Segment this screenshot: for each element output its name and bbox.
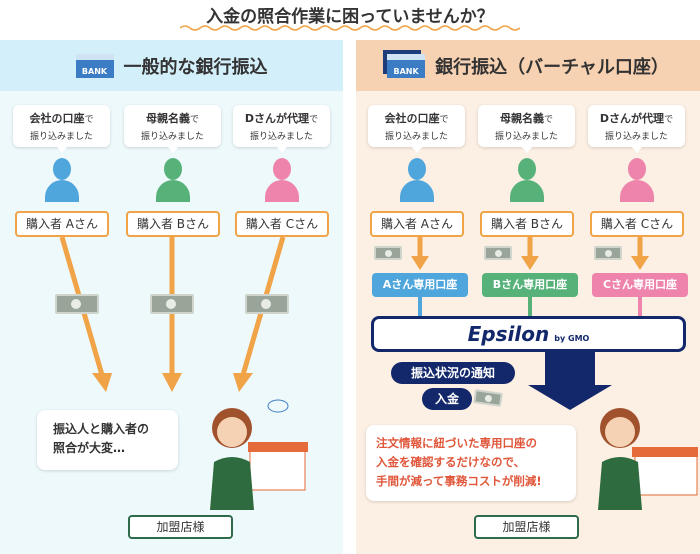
speech-line: 手間が減って事務コストが削減! [376,474,542,488]
right-speech-bubble: 注文情報に紐づいた専用口座の 入金を確認するだけなので、 手間が減って事務コスト… [366,425,576,501]
happy-shopkeeper-illustration [598,408,698,510]
payer-bubble: 母親名義で振り込みました [478,105,575,153]
banknote-icon [150,294,194,314]
bubble-suffix: で [189,115,199,125]
account-a: Aさん専用口座 [372,273,468,297]
bubble-main: 母親名義 [499,112,544,125]
speech-line: 注文情報に紐づいた専用口座の [376,436,537,450]
big-down-arrow [528,350,612,410]
bubble-suffix: で [309,115,319,125]
banknote-icon [594,246,622,260]
account-b: Bさん専用口座 [482,273,578,297]
bubble-line2: 振り込みました [140,132,204,142]
bank-card-icon: BANK [75,53,114,78]
account-c: Cさん専用口座 [592,273,688,297]
panel-header: BANK 一般的な銀行振込 [0,40,343,91]
speech-line: 入金を確認するだけなので、 [376,455,526,469]
payer-bubble: Dさんが代理で振り込みました [233,105,330,153]
banknote-icon [55,294,99,314]
bubble-suffix: で [439,115,449,125]
gmo-logo: by GMO [554,334,590,343]
bubble-line2: 振り込みました [494,132,558,142]
person-icon [156,158,190,202]
page-title: 入金の照合作業に困っていませんか？ [206,7,494,27]
speech-line: 振込人と購入者の [53,422,150,436]
person-icon [45,158,79,202]
deposit-pill: 入金 [422,388,472,410]
bubble-line2: 振り込みました [604,132,668,142]
epsilon-logo-box: Epsilon by GMO [371,316,686,352]
buyer-label: 購入者 Bさん [480,211,574,237]
person-icon [510,158,544,202]
buyer-label: 購入者 Cさん [590,211,684,237]
banknote-icon [484,246,512,260]
banknote-icon [245,294,289,314]
buyer-label: 購入者 Cさん [235,211,329,237]
bubble-line2: 振り込みました [249,132,313,142]
buyer-label: 購入者 Aさん [370,211,464,237]
shop-label-right: 加盟店様 [474,515,579,539]
left-speech-bubble: 振込人と購入者の 照合が大変… [37,410,178,470]
buyer-label: 購入者 Bさん [126,211,220,237]
notice-pill: 振込状況の通知 [391,362,515,384]
bubble-main: 会社の口座 [29,112,85,125]
bubble-suffix: で [543,115,553,125]
bubble-main: Dさんが代理 [599,112,665,125]
worried-shopkeeper-illustration [210,399,308,510]
panel-heading: 銀行振込（バーチャル口座） [435,56,669,78]
banknote-icon [374,246,402,260]
speech-line: 照合が大変… [53,441,126,455]
wavy-underline [180,25,520,31]
bubble-main: 母親名義 [145,112,190,125]
bank-cards-icon: BANK [387,53,426,78]
bubble-line2: 振り込みました [29,132,93,142]
bubble-suffix: で [84,115,94,125]
payer-bubble: 会社の口座で振り込みました [368,105,465,153]
bubble-main: 会社の口座 [384,112,440,125]
payer-bubble: 母親名義で振り込みました [124,105,221,153]
payer-bubble: 会社の口座で振り込みました [13,105,110,153]
epsilon-logo: Epsilon [467,322,550,346]
person-icon [400,158,434,202]
buyer-label: 購入者 Aさん [15,211,109,237]
person-icon [620,158,654,202]
bubble-line2: 振り込みました [384,132,448,142]
bubble-suffix: で [664,115,674,125]
shop-label-left: 加盟店様 [128,515,233,539]
person-icon [265,158,299,202]
payer-bubble: Dさんが代理で振り込みました [588,105,685,153]
panel-header: BANK 銀行振込（バーチャル口座） [356,40,700,91]
panel-heading: 一般的な銀行振込 [123,56,268,78]
bubble-main: Dさんが代理 [244,112,310,125]
